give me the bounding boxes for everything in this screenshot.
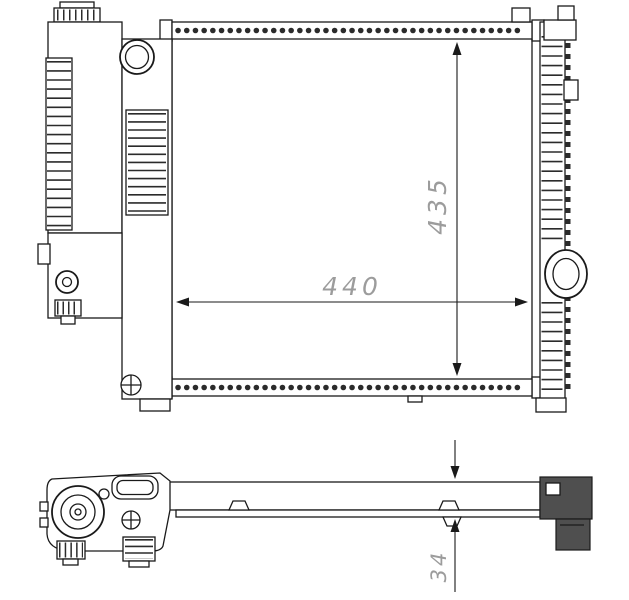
arrowhead-left (176, 297, 189, 307)
arrowhead-up (450, 519, 460, 532)
end-bracket-slot (545, 482, 561, 496)
arrowhead-bottom (452, 363, 462, 376)
side-profile-core (167, 481, 541, 527)
core (171, 39, 533, 379)
threaded-fitting-stem (128, 560, 150, 568)
hose-port-inner (69, 503, 87, 521)
dimension-34: 34 (427, 440, 460, 592)
dim-label-height: 435 (423, 175, 452, 235)
mount-port-inner (552, 257, 580, 291)
dim-label-depth: 34 (427, 550, 451, 583)
profile-bottom-plate (175, 509, 541, 518)
hose-port-outer (51, 485, 105, 539)
side-tab (563, 79, 579, 101)
arrowhead-right (515, 297, 528, 307)
hose-port-mid (60, 494, 96, 530)
top-tank-left-cap (159, 19, 173, 42)
cap-top (59, 1, 95, 9)
small-port (98, 488, 110, 500)
drain-stem (60, 315, 76, 325)
top-right-mount (543, 19, 577, 41)
top-fitting-inner (116, 479, 154, 496)
arrowhead-down (450, 466, 460, 479)
drain-port-inner (61, 276, 73, 288)
top-fitting-outer (111, 475, 159, 500)
mount-port-outer (544, 249, 588, 299)
arrowhead-top (452, 42, 462, 55)
bracket-foot (535, 397, 567, 413)
side-nub (37, 243, 51, 265)
clip-lower (441, 516, 463, 527)
end-bracket-foot (555, 518, 591, 551)
left-tank-assembly (37, 1, 173, 412)
dimension-435: 435 (423, 42, 462, 376)
hose-port-center (74, 508, 82, 516)
bolt-lower (39, 517, 49, 528)
bottom-view (39, 472, 593, 568)
bracket-strip (539, 21, 566, 401)
threaded-fitting (122, 536, 156, 562)
dim-label-width: 440 (322, 272, 382, 301)
dimension-440: 440 (176, 272, 528, 307)
bottom-tank-tab (407, 395, 423, 403)
bottom-tank (159, 376, 545, 403)
bolt-upper (39, 501, 49, 512)
hex-fitting-stem (62, 558, 79, 566)
left-end-assembly (39, 472, 171, 568)
bottom-foot (139, 398, 171, 412)
clip-left (227, 500, 251, 511)
profile-bar (167, 481, 541, 511)
filler-neck-inner (124, 44, 150, 70)
front-view (37, 1, 588, 413)
top-right-tab (557, 5, 575, 21)
top-tank (159, 7, 545, 42)
clip-right (437, 500, 461, 511)
connecting-column (121, 38, 173, 400)
top-mount-hook (511, 7, 531, 23)
right-side-bracket (535, 5, 588, 413)
end-bracket (539, 476, 593, 551)
drain-port-outer (55, 270, 79, 294)
